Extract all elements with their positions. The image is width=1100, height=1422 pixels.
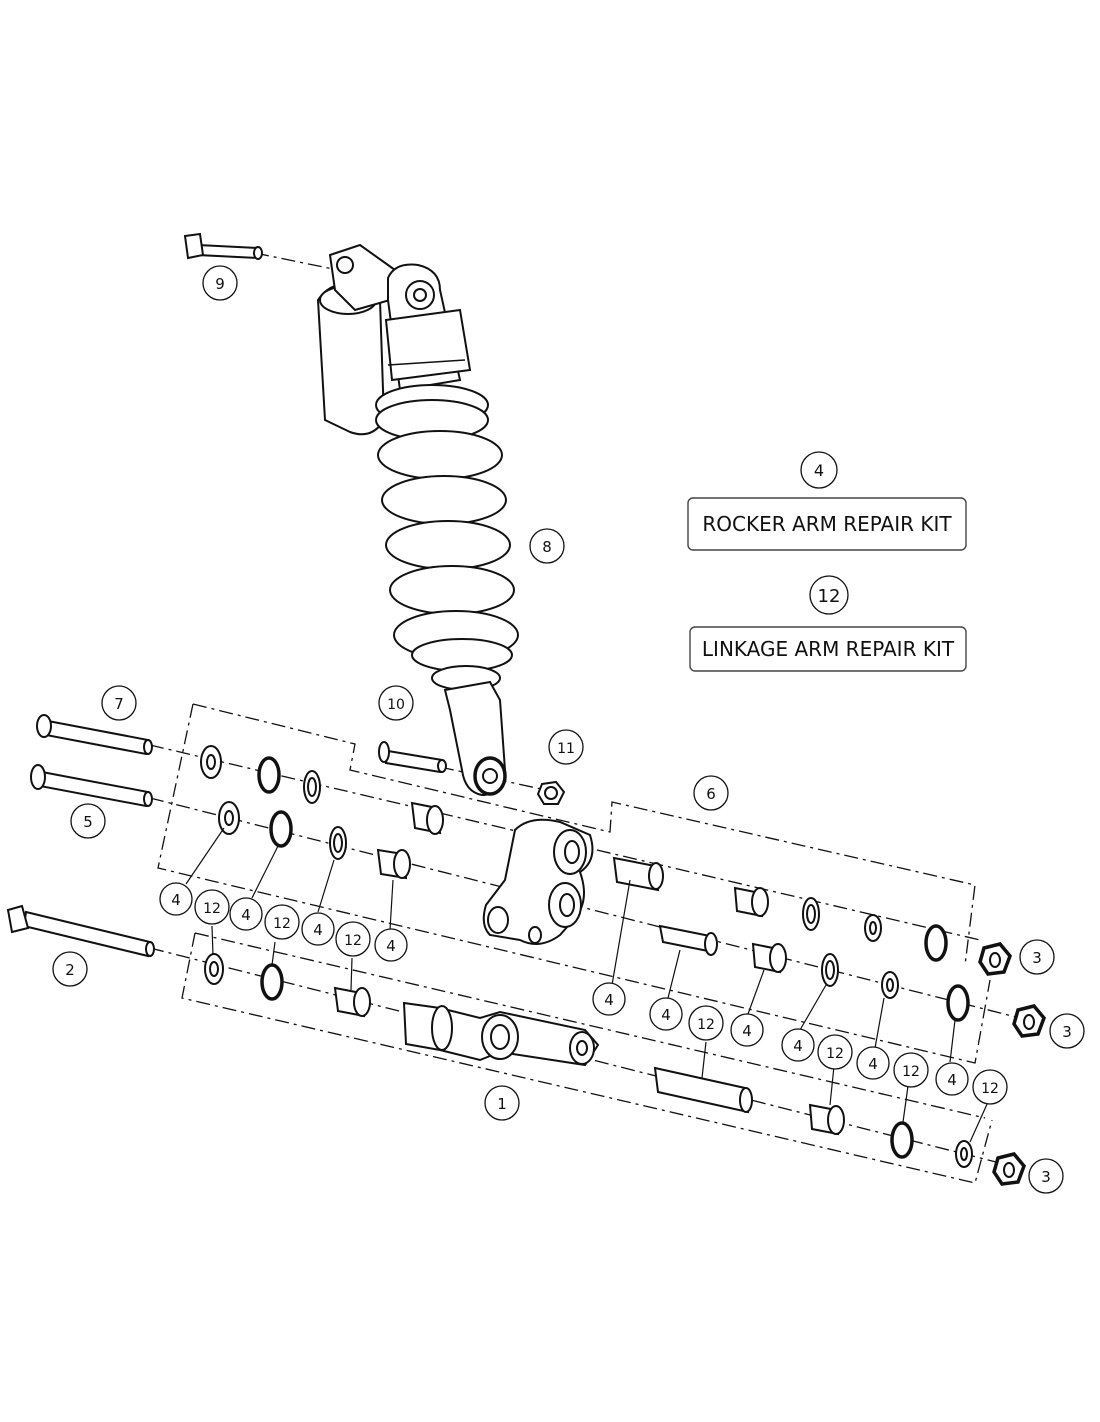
callout-4: 4: [159, 882, 193, 916]
rocker-kit-box: [687, 497, 967, 551]
svg-text:4: 4: [661, 1006, 671, 1024]
nut-11: [536, 780, 566, 805]
svg-text:6: 6: [706, 785, 716, 803]
svg-text:2: 2: [65, 961, 75, 979]
svg-text:4: 4: [171, 891, 181, 909]
svg-text:3: 3: [1062, 1023, 1072, 1041]
rocker-arm: [482, 818, 594, 945]
svg-text:3: 3: [1041, 1168, 1051, 1186]
callout-4: 4: [229, 897, 263, 931]
svg-text:4: 4: [742, 1022, 752, 1040]
callout-3: 3: [1028, 1158, 1064, 1194]
callout-3: 3: [1049, 1013, 1085, 1049]
svg-text:4: 4: [947, 1071, 957, 1089]
svg-text:8: 8: [542, 538, 552, 556]
svg-text:3: 3: [1032, 949, 1042, 967]
svg-text:12: 12: [203, 901, 221, 917]
callout-12: 12: [688, 1005, 724, 1041]
svg-text:12: 12: [273, 916, 291, 932]
flange-nuts-3: [978, 942, 1046, 1186]
svg-text:4: 4: [386, 937, 396, 955]
linkage-kit-label: LINKAGE ARM REPAIR KIT: [702, 637, 955, 661]
callout-4: 4: [781, 1028, 815, 1062]
rocker-kit-number: 4: [814, 461, 824, 480]
svg-text:4: 4: [868, 1055, 878, 1073]
svg-text:11: 11: [557, 741, 575, 757]
callout-2: 2: [52, 951, 88, 987]
svg-text:5: 5: [83, 813, 93, 831]
callout-4: 4: [935, 1062, 969, 1096]
svg-text:1: 1: [497, 1095, 507, 1113]
kit-number-circle: [809, 575, 849, 615]
callout-12: 12: [893, 1052, 929, 1088]
svg-text:9: 9: [215, 275, 225, 293]
callout-4: 4: [730, 1013, 764, 1047]
svg-text:12: 12: [697, 1017, 715, 1033]
callout-6: 6: [693, 775, 729, 811]
svg-text:12: 12: [344, 933, 362, 949]
svg-text:12: 12: [902, 1064, 920, 1080]
bolt-5: [30, 764, 153, 808]
callout-3: 3: [1019, 939, 1055, 975]
callouts: 9 8 7 10 11 6 5 4 4 4 4 12 12 12 2 4 4 4…: [52, 265, 1085, 1194]
callout-8: 8: [529, 528, 565, 564]
callout-11: 11: [548, 729, 584, 765]
callout-1: 1: [484, 1085, 520, 1121]
svg-text:12: 12: [826, 1046, 844, 1062]
callout-12: 12: [335, 921, 371, 957]
callout-4: 4: [649, 997, 683, 1031]
svg-text:4: 4: [604, 991, 614, 1009]
coil-spring: [377, 430, 519, 660]
callout-4: 4: [374, 928, 408, 962]
callout-4: 4: [301, 912, 335, 946]
callout-5: 5: [70, 803, 106, 839]
callout-10: 10: [378, 685, 414, 721]
leader-lines: [185, 827, 989, 1143]
callout-9: 9: [202, 265, 238, 301]
bolt-9: [183, 232, 263, 260]
svg-text:4: 4: [241, 906, 251, 924]
callout-4: 4: [592, 982, 626, 1016]
shock-absorber: [316, 243, 519, 797]
bolt-10: [378, 741, 447, 774]
callout-12: 12: [972, 1069, 1008, 1105]
svg-text:4: 4: [313, 921, 323, 939]
svg-text:7: 7: [114, 695, 124, 713]
callout-12: 12: [194, 889, 230, 925]
callout-7: 7: [101, 685, 137, 721]
kit-number-circle: [800, 451, 838, 489]
callout-12: 12: [817, 1034, 853, 1070]
svg-text:10: 10: [387, 697, 405, 713]
kit-legend: 4 ROCKER ARM REPAIR KIT 12 LINKAGE ARM R…: [687, 451, 967, 672]
svg-text:4: 4: [793, 1037, 803, 1055]
rocker-kit-parts: [200, 745, 970, 1022]
rocker-kit-label: ROCKER ARM REPAIR KIT: [702, 512, 952, 536]
svg-text:12: 12: [981, 1081, 999, 1097]
bolt-7: [36, 714, 153, 756]
linkage-kit-box: [689, 626, 967, 672]
linkage-kit-parts: [204, 953, 973, 1168]
bolt-2: [6, 904, 155, 958]
callout-4: 4: [856, 1046, 890, 1080]
callout-12: 12: [264, 904, 300, 940]
linkage-kit-number: 12: [818, 586, 841, 607]
